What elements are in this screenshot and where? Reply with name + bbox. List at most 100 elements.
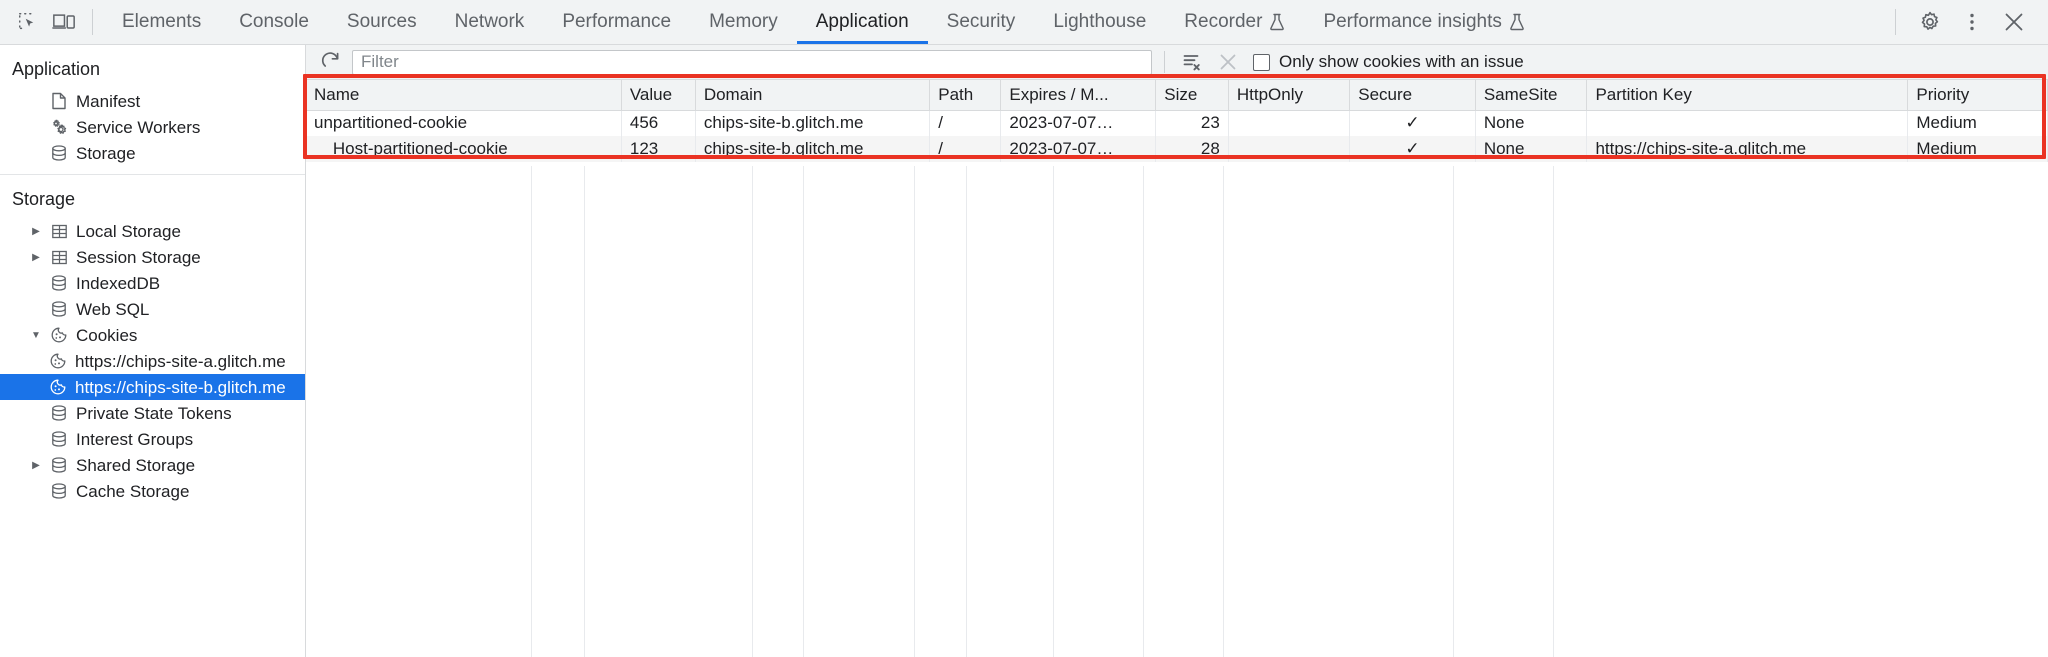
only-show-issues-checkbox-row[interactable]: Only show cookies with an issue (1253, 52, 1524, 72)
cell-domain: chips-site-b.glitch.me (695, 136, 931, 162)
column-header-expires[interactable]: Expires / M... (1000, 80, 1157, 111)
sidebar-item-label: Session Storage (76, 247, 201, 267)
cell-path: / (929, 110, 1002, 136)
tab-console[interactable]: Console (220, 0, 328, 44)
panel-tabs: Elements Console Sources Network Perform… (103, 0, 1544, 44)
sidebar-item-indexeddb[interactable]: IndexedDB (0, 270, 305, 296)
tab-application[interactable]: Application (796, 0, 928, 44)
column-header-size[interactable]: Size (1155, 80, 1229, 111)
tab-lighthouse[interactable]: Lighthouse (1034, 0, 1165, 44)
cell-expires: 2023-07-07… (1000, 136, 1157, 162)
gears-icon (49, 118, 69, 136)
cell-value: 123 (621, 136, 696, 162)
chevron-right-icon[interactable]: ▶ (32, 251, 40, 263)
chevron-down-icon[interactable]: ▼ (31, 329, 41, 341)
sidebar-item-storage[interactable]: Storage (0, 140, 305, 166)
cell-secure: ✓ (1349, 136, 1476, 162)
cookie-icon (48, 378, 68, 396)
sidebar-item-label: https://chips-site-a.glitch.me (75, 351, 286, 371)
more-vertical-icon[interactable] (1952, 4, 1992, 40)
tab-label: Console (239, 11, 309, 32)
sidebar-item-label: Cache Storage (76, 481, 190, 501)
cell-path: / (929, 136, 1002, 162)
filter-divider (1164, 51, 1165, 73)
sidebar-item-shared-storage[interactable]: ▶ Shared Storage (0, 452, 305, 478)
column-header-httponly[interactable]: HttpOnly (1228, 80, 1351, 111)
sidebar-item-interest-groups[interactable]: Interest Groups (0, 426, 305, 452)
experiment-flask-icon (1269, 13, 1285, 31)
sidebar-item-service-workers[interactable]: Service Workers (0, 114, 305, 140)
cell-priority: Medium (1907, 110, 2048, 136)
experiment-flask-icon (1509, 13, 1525, 31)
cell-samesite: None (1475, 136, 1588, 162)
tab-performance[interactable]: Performance (543, 0, 690, 44)
column-header-secure[interactable]: Secure (1349, 80, 1476, 111)
chevron-right-icon[interactable]: ▶ (32, 459, 40, 471)
cookies-filter-toolbar: Only show cookies with an issue (306, 45, 2048, 80)
sidebar-item-label: Storage (76, 143, 136, 163)
device-toolbar-icon[interactable] (46, 5, 82, 39)
toolbar-divider (1895, 9, 1896, 35)
tab-label: Performance insights (1323, 11, 1502, 32)
sidebar-item-label: Cookies (76, 325, 138, 345)
sidebar-item-private-state-tokens[interactable]: Private State Tokens (0, 400, 305, 426)
column-header-name[interactable]: Name (306, 80, 622, 111)
table-row[interactable]: unpartitioned-cookie 456 chips-site-b.gl… (306, 110, 2048, 136)
sidebar-item-label: Shared Storage (76, 455, 196, 475)
column-header-domain[interactable]: Domain (695, 80, 931, 111)
tab-label: Elements (122, 11, 202, 32)
sidebar-section-title: Storage (12, 189, 76, 209)
only-show-issues-checkbox[interactable] (1253, 53, 1270, 71)
tab-network[interactable]: Network (436, 0, 544, 44)
sidebar-item-label: Manifest (76, 91, 141, 111)
tab-label: Recorder (1184, 11, 1263, 32)
column-header-value[interactable]: Value (621, 80, 696, 111)
sidebar-item-label: IndexedDB (76, 273, 161, 293)
database-icon (49, 482, 69, 500)
chevron-right-icon[interactable]: ▶ (32, 225, 40, 237)
cookies-table-container: Name Value Domain Path Expires / M... Si… (306, 80, 2048, 657)
column-header-partition-key[interactable]: Partition Key (1586, 80, 1909, 111)
sidebar-item-web-sql[interactable]: Web SQL (0, 296, 305, 322)
filter-input[interactable] (352, 49, 1152, 75)
tab-memory[interactable]: Memory (690, 0, 797, 44)
sidebar-item-cookies[interactable]: ▼ Cookies (0, 322, 305, 348)
database-icon (49, 430, 69, 448)
tab-elements[interactable]: Elements (103, 0, 220, 44)
column-header-priority[interactable]: Priority (1907, 80, 2048, 111)
tab-security[interactable]: Security (928, 0, 1035, 44)
toolbar-divider (92, 9, 93, 35)
cookies-panel: Only show cookies with an issue Name Val… (306, 45, 2048, 657)
sidebar-item-cookies-site-a[interactable]: https://chips-site-a.glitch.me (0, 348, 305, 374)
sidebar-item-manifest[interactable]: Manifest (0, 88, 305, 114)
column-header-path[interactable]: Path (929, 80, 1002, 111)
sidebar-item-cookies-site-b[interactable]: https://chips-site-b.glitch.me (0, 374, 305, 400)
cookie-icon (48, 352, 68, 370)
table-empty-grid (306, 166, 2048, 657)
sidebar-item-label: Local Storage (76, 221, 181, 241)
tab-label: Performance (562, 11, 672, 32)
tab-label: Sources (346, 11, 417, 32)
inspect-element-icon[interactable] (10, 5, 46, 39)
sidebar-item-session-storage[interactable]: ▶ Session Storage (0, 244, 305, 270)
clear-filtered-cookies-icon[interactable] (1177, 49, 1207, 76)
refresh-icon[interactable] (316, 49, 346, 76)
devtools-body: Application Manifest (0, 45, 2048, 657)
gear-icon[interactable] (1910, 4, 1950, 40)
tab-label: Network (454, 11, 525, 32)
only-show-issues-label: Only show cookies with an issue (1279, 52, 1524, 71)
tab-sources[interactable]: Sources (328, 0, 436, 44)
cell-name: __Host-partitioned-cookie (306, 136, 622, 162)
cell-priority: Medium (1907, 136, 2048, 162)
sidebar-item-local-storage[interactable]: ▶ Local Storage (0, 218, 305, 244)
column-header-samesite[interactable]: SameSite (1475, 80, 1588, 111)
database-icon (49, 404, 69, 422)
table-row[interactable]: __Host-partitioned-cookie 123 chips-site… (306, 136, 2048, 162)
close-icon[interactable] (1994, 4, 2034, 40)
sidebar-item-cache-storage[interactable]: Cache Storage (0, 478, 305, 504)
clear-all-cookies-icon[interactable] (1213, 49, 1243, 76)
tab-recorder[interactable]: Recorder (1165, 0, 1304, 44)
tab-label: Security (946, 11, 1016, 32)
tab-performance-insights[interactable]: Performance insights (1304, 0, 1543, 44)
